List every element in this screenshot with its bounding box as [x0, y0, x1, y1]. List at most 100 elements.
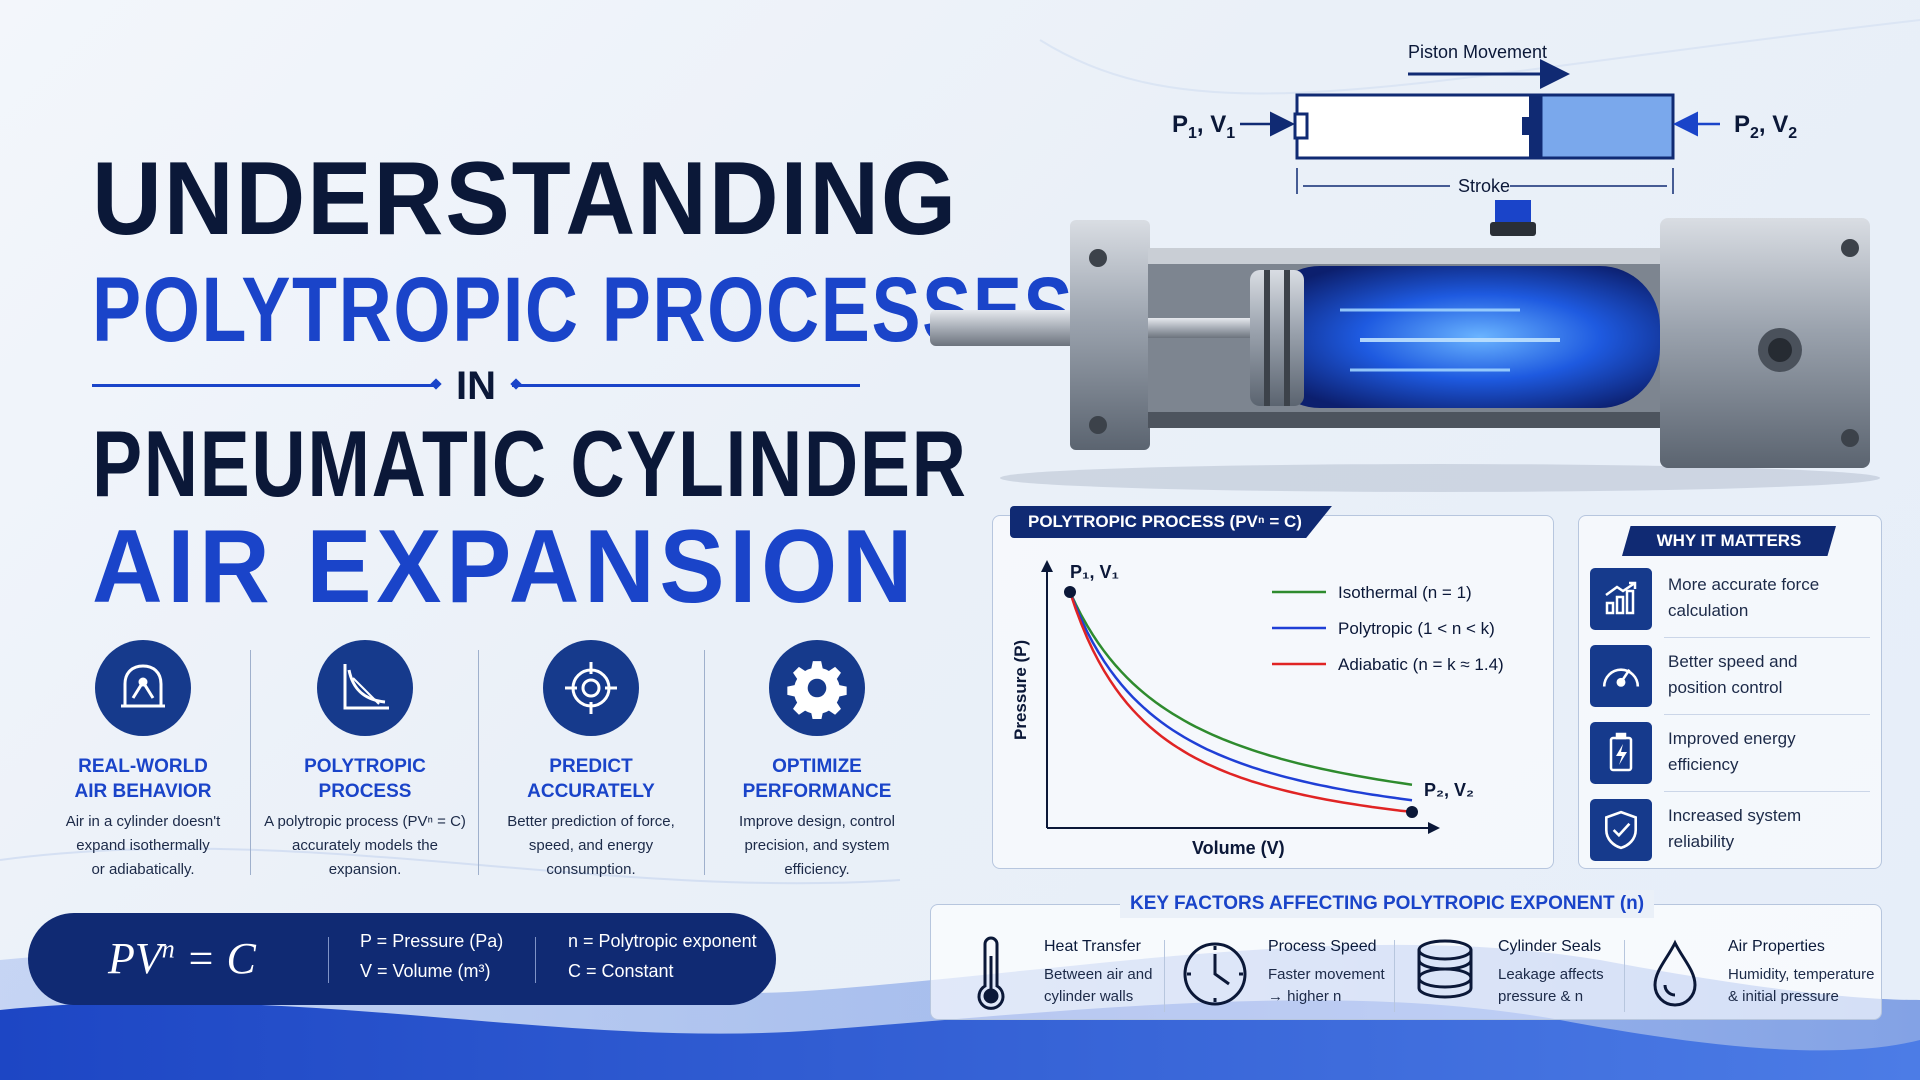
feature-separator [478, 650, 479, 875]
droplet-icon [1640, 936, 1710, 1012]
y-axis-arrow [1041, 560, 1053, 572]
y-axis-label: Pressure (P) [1011, 640, 1030, 740]
gauge-expansion-icon [95, 640, 191, 736]
feature-title: OPTIMIZE PERFORMANCE [742, 756, 892, 802]
bolt-icon [1841, 429, 1859, 447]
divider-right [512, 384, 860, 387]
factor-name: Cylinder Seals [1498, 938, 1602, 955]
legend-label: Adiabatic (n = k ≈ 1.4) [1338, 655, 1504, 674]
title-line-in: IN [456, 364, 496, 408]
series-group [1068, 591, 1413, 814]
start-point-label: P₁, V₁ [1070, 562, 1119, 582]
barrel-bottom-edge [1148, 412, 1668, 428]
why-item-divider [1664, 791, 1870, 792]
series-line [1068, 591, 1413, 814]
formula-equation: PVn = C [108, 934, 256, 983]
feature-optimize-performance: OPTIMIZE PERFORMANCE Improve design, con… [712, 640, 922, 882]
end-point [1406, 806, 1418, 818]
feature-title: PREDICT ACCURATELY [527, 756, 655, 802]
x-axis-arrow [1428, 822, 1440, 834]
key-factors-panel [930, 904, 1882, 1020]
piston-seal [1284, 270, 1290, 406]
factor-description: Humidity, temperature& initial pressure [1728, 966, 1875, 1005]
front-end-cap [1070, 220, 1150, 450]
title-in-divider: IN [92, 362, 860, 412]
bolt-icon [1089, 416, 1107, 434]
piston-rod [930, 310, 1080, 346]
feature-description: A polytropic process (PVⁿ = C)accurately… [264, 813, 466, 878]
factor-name: Heat Transfer [1044, 938, 1141, 955]
factor-separator [1164, 940, 1165, 1012]
series-line [1068, 591, 1413, 802]
legend-label: Polytropic (1 < n < k) [1338, 619, 1495, 638]
why-it-matters-title: WHY IT MATTERS [1622, 526, 1836, 556]
bolt-icon [1841, 239, 1859, 257]
air-port-hole [1768, 338, 1792, 362]
factor-air-properties: Air Properties Humidity, temperature& in… [1640, 936, 1874, 1016]
shield-check-icon [1590, 799, 1652, 861]
clock-icon [1180, 936, 1250, 1012]
formula-separator [535, 937, 536, 983]
factor-description: Faster movement→ higher n [1268, 966, 1385, 1005]
key-factors-title: KEY FACTORS AFFECTING POLYTROPIC EXPONEN… [1120, 890, 1655, 918]
formula-def-exponent: n = Polytropic exponent [568, 931, 757, 951]
start-point [1064, 586, 1076, 598]
piston-seal [1264, 270, 1270, 406]
why-item-divider [1664, 714, 1870, 715]
compressed-air-glow [1260, 266, 1660, 408]
piston-diagram: Piston Movement P1, V1 P2, V2 Stroke [1172, 42, 1797, 196]
thermometer-icon [956, 936, 1026, 1012]
barrel-top-edge [1148, 248, 1668, 264]
gear-icon [769, 640, 865, 736]
chart-legend: Isothermal (n = 1)Polytropic (1 < n < k)… [1272, 583, 1504, 674]
feature-predict-accurately: PREDICT ACCURATELY Better prediction of … [486, 640, 696, 882]
bar-chart-icon [1590, 568, 1652, 630]
divider-dot-left [430, 378, 442, 390]
factor-separator [1624, 940, 1625, 1012]
formula-def-pressure: P = Pressure (Pa) [360, 931, 504, 951]
factor-process-speed: Process Speed Faster movement→ higher n [1180, 936, 1408, 1016]
factor-name: Process Speed [1268, 938, 1377, 955]
target-icon [543, 640, 639, 736]
bolt-icon [1089, 249, 1107, 267]
title-line-polytropic: POLYTROPIC PROCESSES [92, 259, 1075, 361]
series-line [1068, 591, 1413, 786]
fitting-base [1490, 222, 1536, 236]
title-line-understanding: UNDERSTANDING [92, 141, 959, 257]
battery-icon [1590, 722, 1652, 784]
formula-def-volume: V = Volume (m³) [360, 961, 491, 981]
title-line-air-expansion: AIR EXPANSION [92, 509, 918, 625]
curve-graph-icon [317, 640, 413, 736]
piston [1250, 270, 1304, 406]
chart-title-badge: POLYTROPIC PROCESS (PVⁿ = C) [1010, 506, 1332, 538]
feature-separator [704, 650, 705, 875]
state2-label: P2, V2 [1734, 111, 1797, 142]
seal-rings-icon [1410, 936, 1480, 1012]
cylinder-chamber [1295, 93, 1541, 160]
state1-label: P1, V1 [1172, 111, 1235, 142]
x-axis-label: Volume (V) [1192, 838, 1285, 858]
factor-separator [1394, 940, 1395, 1012]
piston-rod-stub [1522, 117, 1530, 135]
inner-rod [1148, 318, 1268, 338]
end-point-label: P₂, V₂ [1424, 780, 1474, 800]
pv-chart: Pressure (P) Volume (V) P₁, V₁ P₂, V₂ Is… [1011, 560, 1504, 858]
feature-description: Better prediction of force,speed, and en… [507, 813, 675, 878]
divider-left [92, 384, 437, 387]
formula-banner: PVn = C P = Pressure (Pa) V = Volume (m³… [28, 913, 776, 1005]
cylinder-shadow [1000, 464, 1880, 492]
